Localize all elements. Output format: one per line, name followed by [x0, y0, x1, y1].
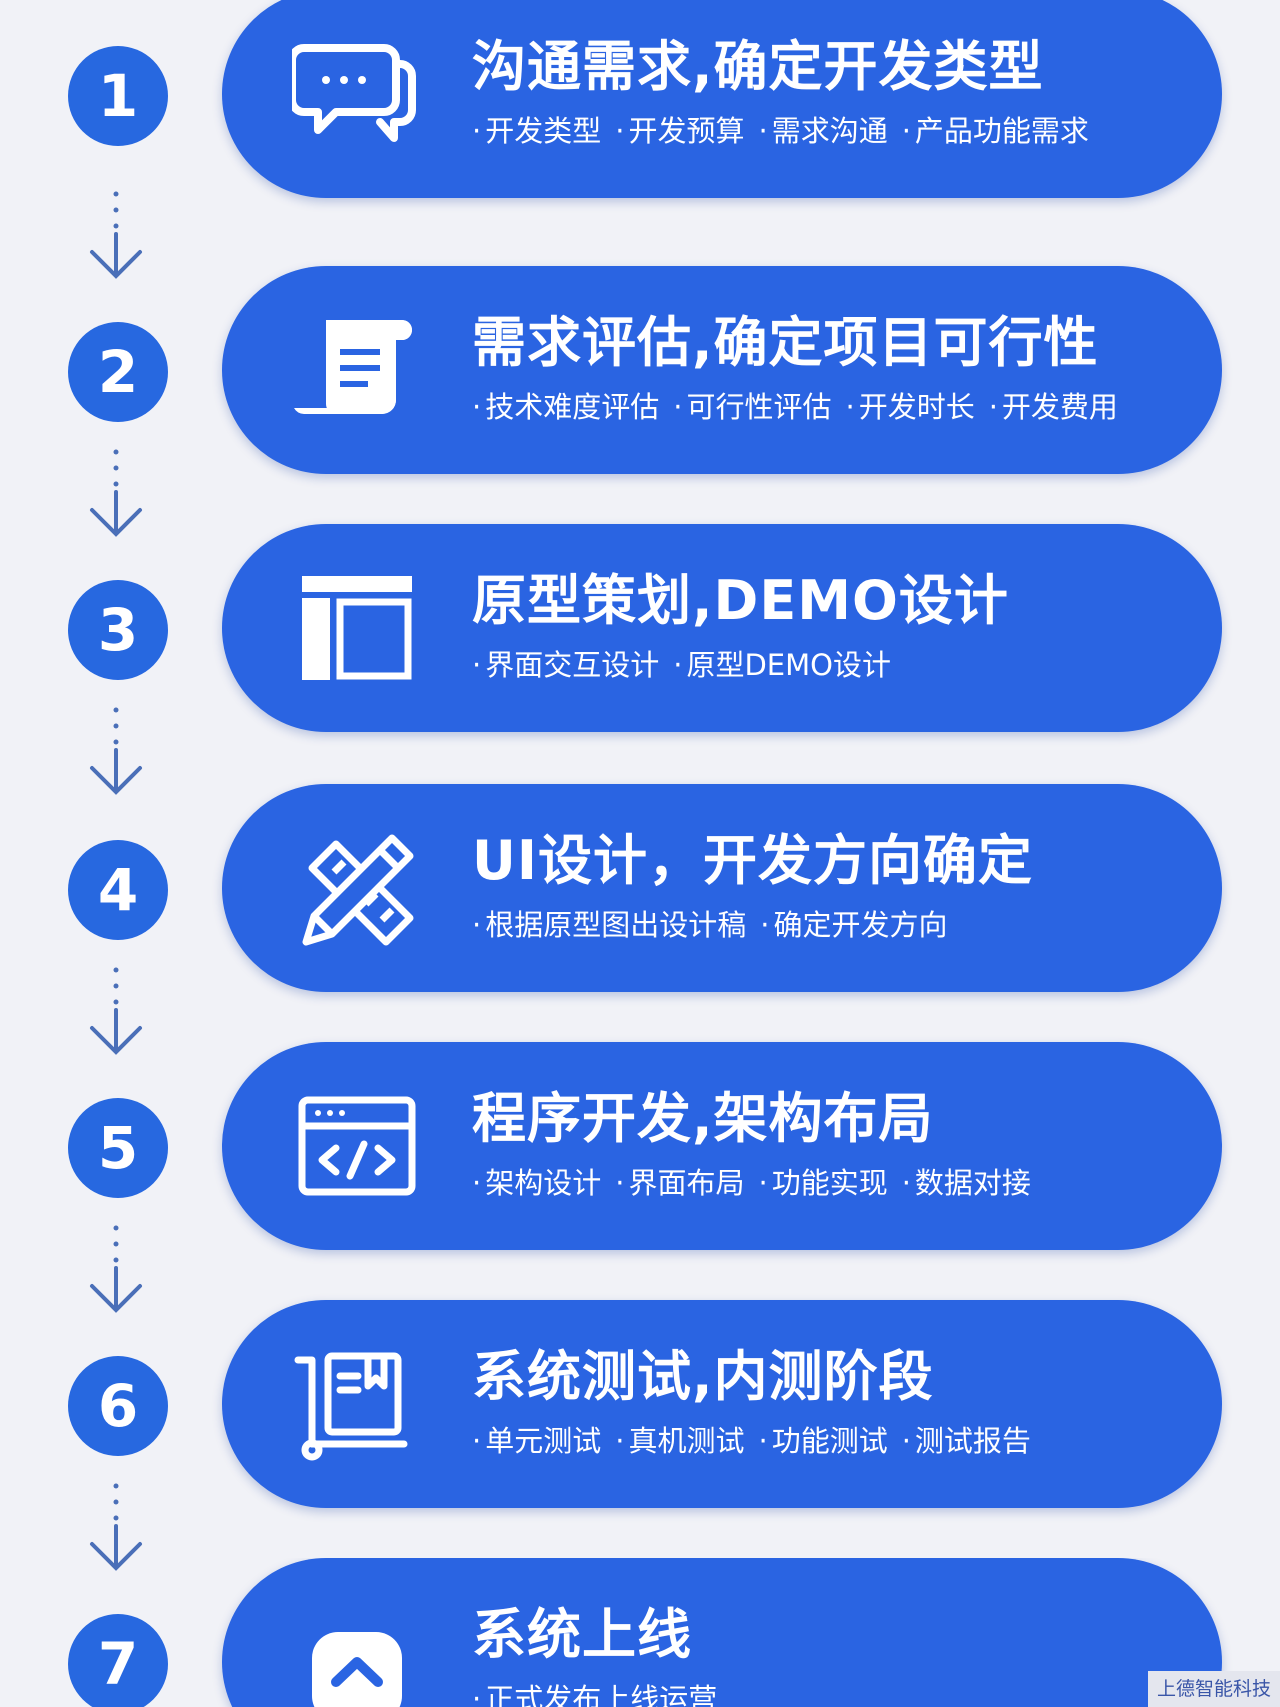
step-card: 原型策划,DEMO设计 界面交互设计原型DEMO设计 — [222, 524, 1222, 732]
step-card: 沟通需求,确定开发类型 开发类型开发预算需求沟通产品功能需求 — [222, 0, 1222, 198]
step-card: 系统上线 正式发布上线运营 — [222, 1558, 1222, 1707]
step-7: 7 系统上线 正式发布上线运营 — [0, 1558, 1280, 1707]
step-item: 真机测试 — [615, 1424, 744, 1458]
step-number-badge: 1 — [68, 46, 168, 146]
scroll-document-icon — [292, 310, 422, 430]
layout-wireframe-icon — [292, 568, 422, 688]
step-item: 界面交互设计 — [472, 648, 659, 682]
step-item: 根据原型图出设计稿 — [472, 908, 746, 942]
step-number-badge: 3 — [68, 580, 168, 680]
step-item: 架构设计 — [472, 1166, 601, 1200]
step-item: 功能测试 — [758, 1424, 887, 1458]
step-item: 开发费用 — [989, 390, 1118, 424]
step-card: 程序开发,架构布局 架构设计界面布局功能实现数据对接 — [222, 1042, 1222, 1250]
step-number-badge: 2 — [68, 322, 168, 422]
step-item: 测试报告 — [902, 1424, 1031, 1458]
step-items: 正式发布上线运营 — [472, 1676, 731, 1707]
down-arrow-icon — [86, 446, 146, 546]
step-card: 系统测试,内测阶段 单元测试真机测试功能测试测试报告 — [222, 1300, 1222, 1508]
down-arrow-icon — [86, 704, 146, 804]
step-card: 需求评估,确定项目可行性 技术难度评估可行性评估开发时长开发费用 — [222, 266, 1222, 474]
step-item: 可行性评估 — [673, 390, 831, 424]
step-number-badge: 5 — [68, 1098, 168, 1198]
step-item: 界面布局 — [615, 1166, 744, 1200]
step-item: 产品功能需求 — [902, 114, 1089, 148]
step-3: 3 原型策划,DEMO设计 界面交互设计原型DEMO设计 — [0, 524, 1280, 734]
step-items: 技术难度评估可行性评估开发时长开发费用 — [472, 384, 1132, 426]
step-6: 6 系统测试,内测阶段 单元测试真机测试功能测试测试报告 — [0, 1300, 1280, 1510]
code-window-icon — [292, 1086, 422, 1206]
step-card: UI设计，开发方向确定 根据原型图出设计稿确定开发方向 — [222, 784, 1222, 992]
launch-up-icon — [292, 1602, 422, 1707]
step-item: 开发类型 — [472, 114, 601, 148]
test-cart-icon — [292, 1344, 422, 1464]
step-item: 原型DEMO设计 — [673, 648, 891, 682]
step-title: 沟通需求,确定开发类型 — [472, 35, 1044, 98]
step-2: 2 需求评估,确定项目可行性 技术难度评估可行性评估开发时长开发费用 — [0, 266, 1280, 476]
step-title: 原型策划,DEMO设计 — [472, 569, 1009, 632]
step-title: UI设计，开发方向确定 — [472, 829, 1033, 892]
step-4: 4 UI设计，开发方向确定 根据原型图出设计稿确定开发方向 — [0, 784, 1280, 994]
step-number-badge: 4 — [68, 840, 168, 940]
step-item: 开发时长 — [845, 390, 974, 424]
chat-bubbles-icon — [292, 34, 422, 154]
down-arrow-icon — [86, 964, 146, 1064]
step-number-badge: 6 — [68, 1356, 168, 1456]
step-items: 开发类型开发预算需求沟通产品功能需求 — [472, 108, 1103, 150]
step-item: 确定开发方向 — [760, 908, 947, 942]
brand-watermark: 上德智能科技 — [1148, 1671, 1280, 1707]
down-arrow-icon — [86, 188, 146, 288]
step-item: 开发预算 — [615, 114, 744, 148]
step-item: 正式发布上线运营 — [472, 1682, 717, 1707]
step-5: 5 程序开发,架构布局 架构设计界面布局功能实现数据对接 — [0, 1042, 1280, 1252]
step-items: 架构设计界面布局功能实现数据对接 — [472, 1160, 1045, 1202]
step-item: 功能实现 — [758, 1166, 887, 1200]
step-items: 界面交互设计原型DEMO设计 — [472, 642, 905, 684]
step-item: 数据对接 — [902, 1166, 1031, 1200]
down-arrow-icon — [86, 1480, 146, 1580]
step-title: 需求评估,确定项目可行性 — [472, 311, 1099, 374]
step-title: 程序开发,架构布局 — [472, 1087, 934, 1150]
step-item: 技术难度评估 — [472, 390, 659, 424]
step-1: 1 沟通需求,确定开发类型 开发类型开发预算需求沟通产品功能需求 — [0, 0, 1280, 200]
down-arrow-icon — [86, 1222, 146, 1322]
step-items: 单元测试真机测试功能测试测试报告 — [472, 1418, 1045, 1460]
step-title: 系统上线 — [472, 1603, 692, 1666]
ruler-pencil-icon — [292, 828, 422, 948]
step-items: 根据原型图出设计稿确定开发方向 — [472, 902, 961, 944]
step-number-badge: 7 — [68, 1614, 168, 1707]
step-item: 单元测试 — [472, 1424, 601, 1458]
step-title: 系统测试,内测阶段 — [472, 1345, 934, 1408]
step-item: 需求沟通 — [758, 114, 887, 148]
